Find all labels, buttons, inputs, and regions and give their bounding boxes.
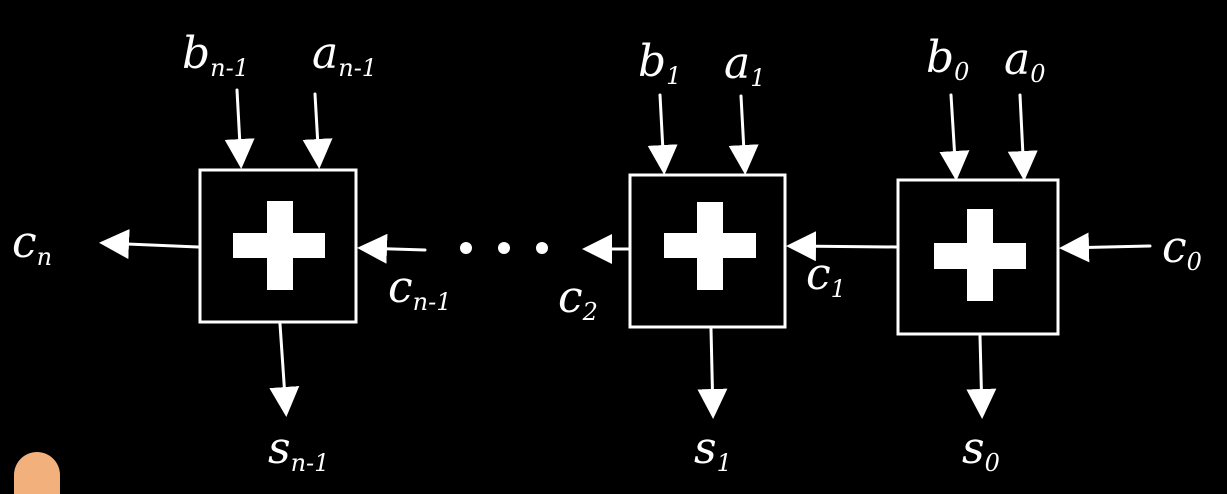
label-c0: c0 [1162, 222, 1202, 276]
adder-1 [628, 173, 787, 329]
output-arrow-s0 [966, 334, 997, 419]
input-arrow-b1 [647, 93, 678, 175]
carry-arrow-c1 [786, 231, 898, 262]
input-arrow-b0 [939, 93, 970, 181]
label-an-1: an-1 [312, 28, 377, 82]
input-arrow-bn-1 [224, 88, 255, 169]
label-a1: a1 [724, 38, 766, 92]
label-c2: c2 [558, 272, 598, 326]
ellipsis-dots [460, 242, 548, 254]
label-cn: cn [12, 217, 52, 271]
label-a0: a0 [1004, 34, 1046, 88]
plus-icon [934, 209, 1026, 301]
label-s1: s1 [694, 423, 732, 477]
plus-icon [664, 202, 756, 290]
input-arrow-a0 [1007, 93, 1038, 181]
adder-n-1 [198, 168, 358, 324]
label-b0: b0 [926, 32, 969, 86]
plus-icon [233, 201, 325, 290]
output-arrow-sn-1 [269, 322, 300, 417]
output-arrow-s1 [697, 327, 728, 419]
input-arrow-an-1 [302, 92, 333, 169]
carry-in-arrow-cn-1 [357, 233, 427, 264]
label-bn-1: bn-1 [182, 28, 249, 82]
label-b1: b1 [638, 36, 681, 90]
label-c1: c1 [806, 249, 846, 303]
label-s0: s0 [962, 423, 1000, 477]
adder-box [896, 178, 1060, 336]
label-cn-1: cn-1 [388, 262, 452, 316]
input-arrow-a1 [728, 94, 759, 175]
carry-out-arrow-cn [99, 229, 200, 260]
presenter-thumb [14, 452, 60, 494]
carry-in-arrow-c0 [1059, 232, 1152, 263]
label-sn-1: sn-1 [268, 423, 329, 477]
adder-0 [896, 178, 1060, 336]
